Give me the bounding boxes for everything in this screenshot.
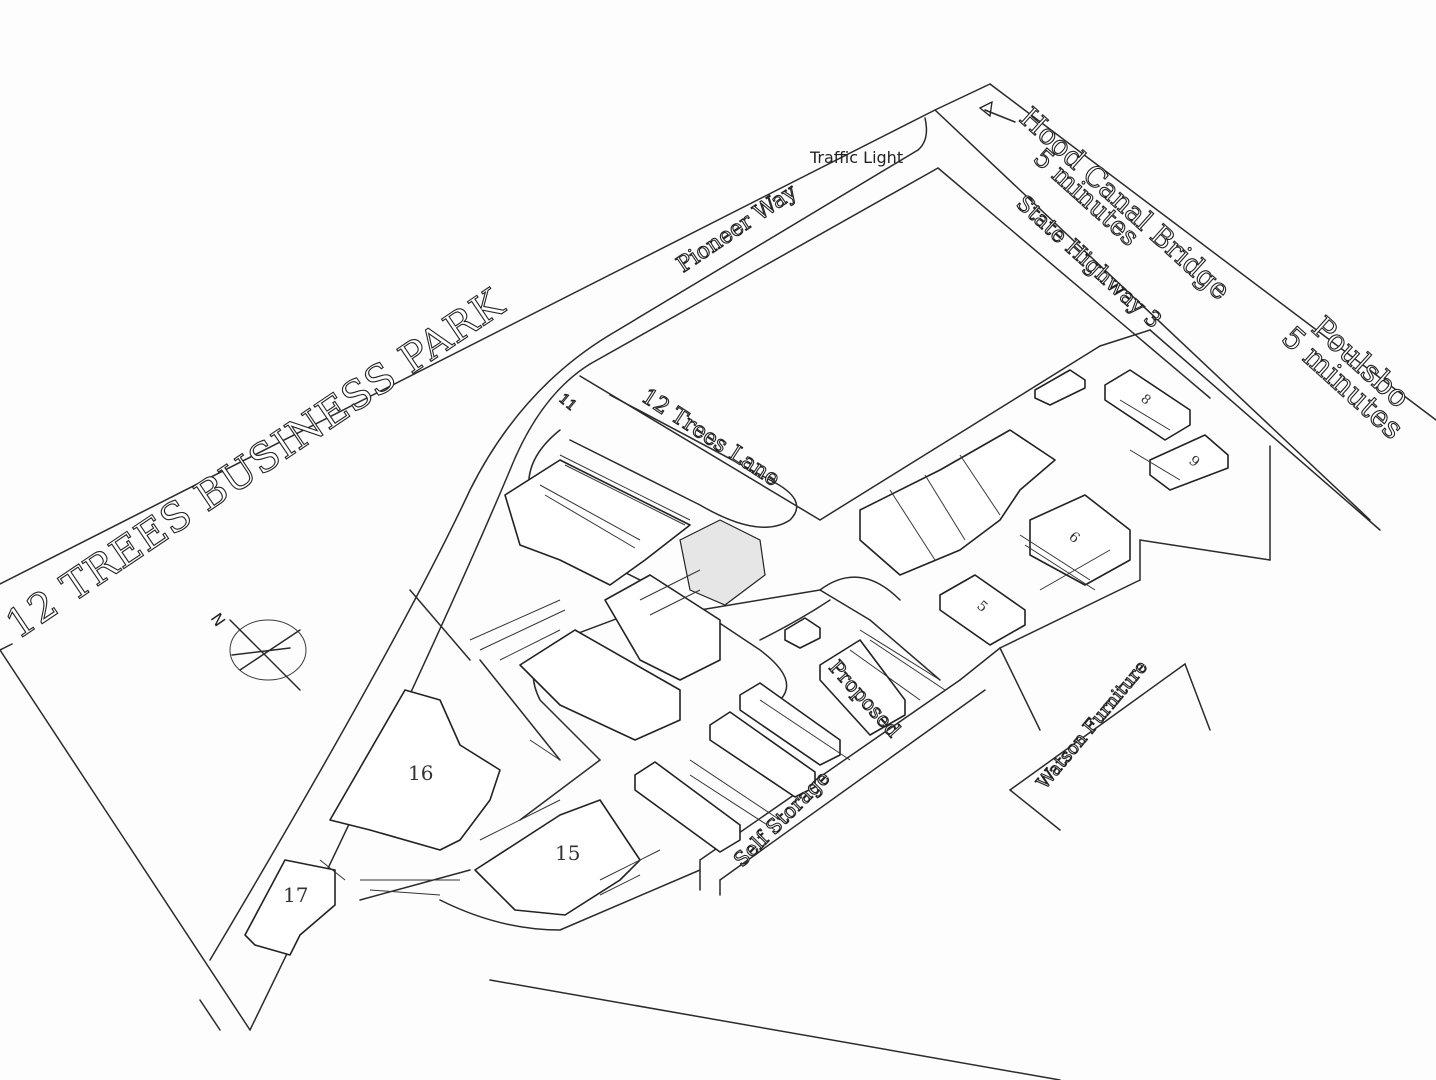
arrow-head-icon [978, 100, 993, 118]
watson-furniture-label: Watson Furniture [1033, 657, 1152, 793]
parking-stalls [319, 399, 1181, 896]
building-17-label: 17 [283, 883, 308, 907]
park-title: 12 TREES BUSINESS PARK [0, 280, 513, 648]
road-lines [0, 83, 1436, 1080]
compass-n-label: N [207, 609, 229, 630]
twelve-trees-lane-label: 12 Trees Lane [637, 384, 784, 492]
map-labels: 12 TREES BUSINESS PARK Pioneer Way Traff… [0, 100, 1417, 872]
building-15-label: 15 [555, 841, 580, 865]
traffic-light-label: Traffic Light [809, 148, 903, 167]
compass-rose: N [207, 609, 307, 691]
road-marker-label: 11 [555, 391, 579, 415]
hood-canal-label: Hood Canal Bridge [1013, 101, 1236, 307]
building-16-label: 16 [408, 761, 433, 785]
buildings [244, 369, 1229, 956]
pioneer-way-label: Pioneer Way [672, 179, 802, 278]
